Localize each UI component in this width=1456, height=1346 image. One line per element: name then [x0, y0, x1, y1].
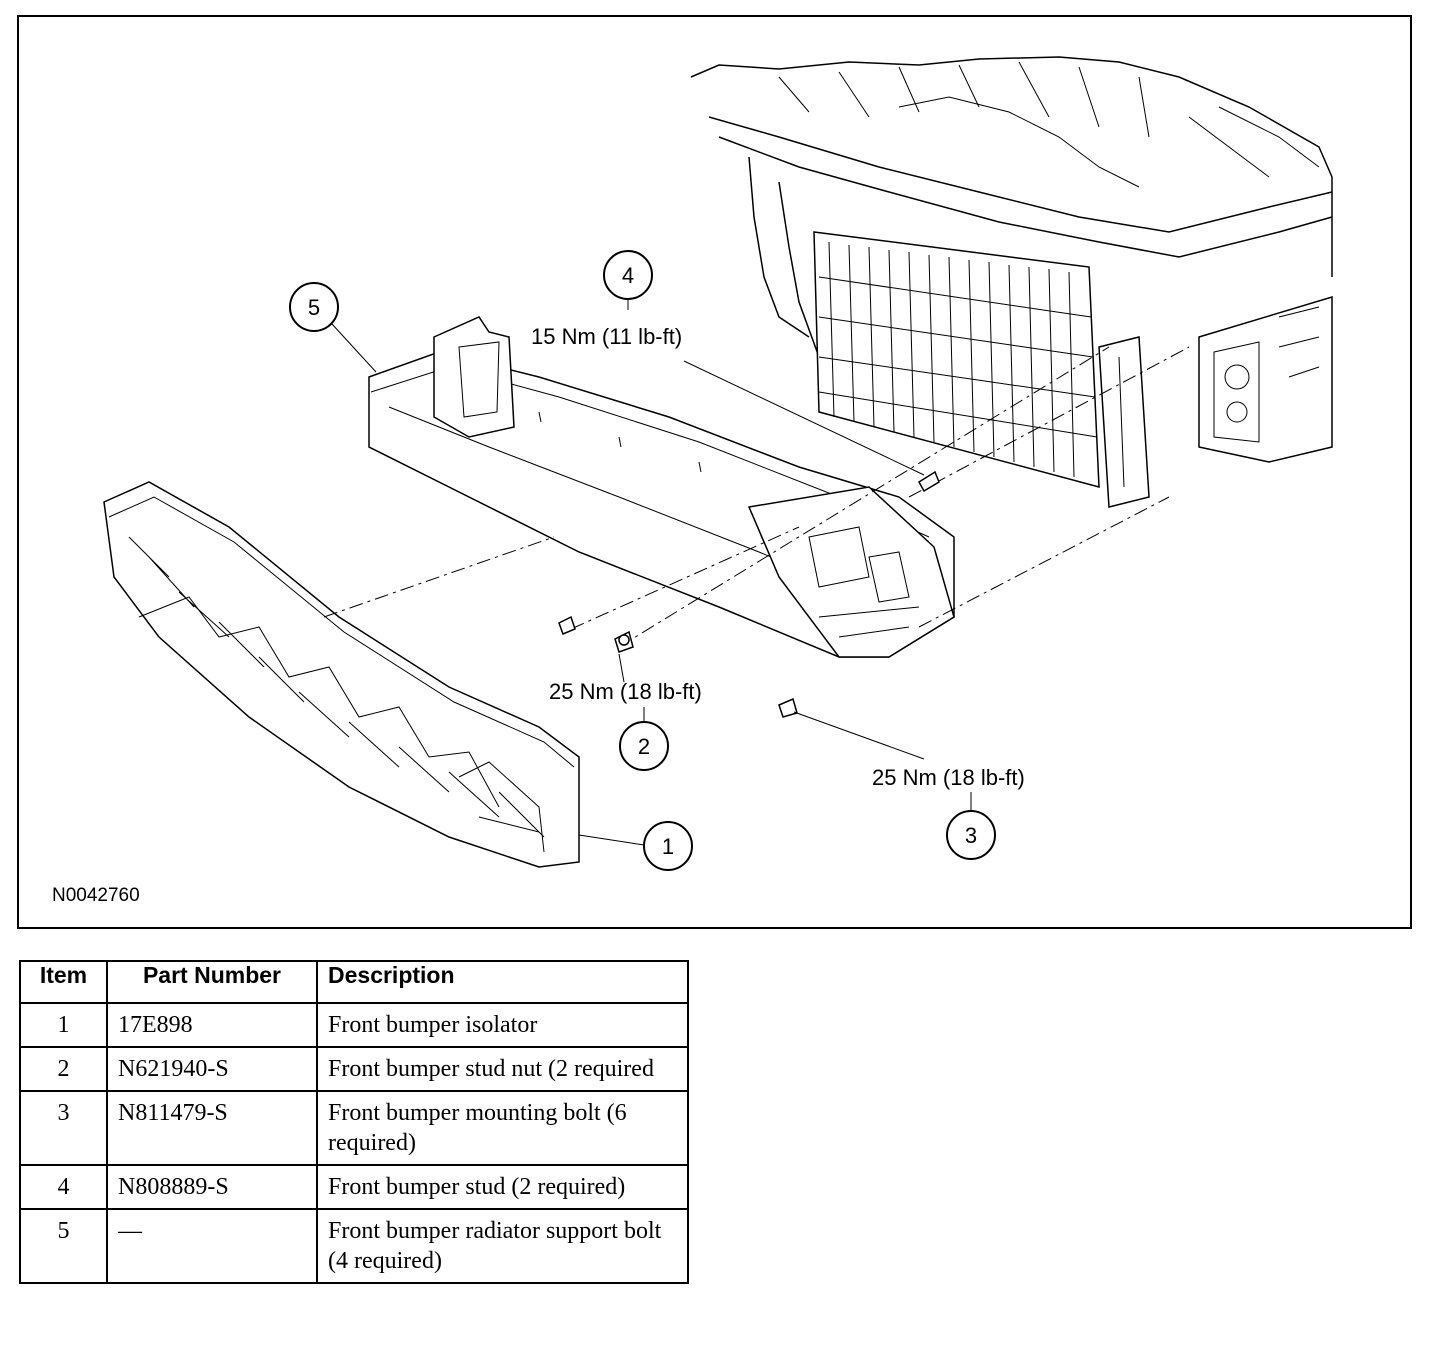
part-number: 17E898 — [106, 1002, 318, 1048]
table-row: 3 N811479-S Front bumper mounting bolt (… — [19, 1090, 689, 1166]
part-description: Front bumper isolator — [316, 1002, 689, 1048]
svg-text:1: 1 — [662, 834, 674, 859]
svg-text:3: 3 — [965, 823, 977, 848]
parts-table: Item Part Number Description 1 17E898 Fr… — [19, 960, 689, 1284]
torque-spec-mounting-bolt: 25 Nm (18 lb-ft) — [872, 765, 1025, 790]
svg-text:5: 5 — [308, 295, 320, 320]
callout-1: 1 — [643, 821, 693, 871]
part-description: Front bumper stud (2 required) — [316, 1164, 689, 1210]
torque-spec-stud: 15 Nm (11 lb-ft) — [531, 324, 682, 349]
torque-spec-stud-nut: 25 Nm (18 lb-ft) — [549, 679, 702, 704]
item-number: 1 — [19, 1002, 108, 1048]
header-item: Item — [19, 960, 108, 1004]
alignment-lines — [323, 346, 1190, 648]
table-row: 1 17E898 Front bumper isolator — [19, 1002, 689, 1048]
header-description: Description — [316, 960, 689, 1004]
part-number: N808889-S — [106, 1164, 318, 1210]
item-number: 5 — [19, 1208, 108, 1284]
figure-id: N0042760 — [52, 885, 140, 906]
bumper-beam — [368, 316, 955, 658]
leader-lines — [331, 292, 972, 846]
part-description: Front bumper mounting bolt (6 required) — [316, 1090, 689, 1166]
item-number: 3 — [19, 1090, 108, 1166]
svg-text:2: 2 — [638, 734, 650, 759]
fasteners — [558, 470, 940, 718]
part-number: — — [106, 1208, 318, 1284]
radiator-fins — [818, 241, 1098, 478]
part-description: Front bumper stud nut (2 required — [316, 1046, 689, 1092]
table-row: 2 N621940-S Front bumper stud nut (2 req… — [19, 1046, 689, 1092]
header-part-number: Part Number — [106, 960, 318, 1004]
part-number: N811479-S — [106, 1090, 318, 1166]
item-number: 4 — [19, 1164, 108, 1210]
callout-3: 3 — [946, 810, 996, 860]
front-end-structure — [690, 56, 1333, 508]
diagram-figure: 5 4 2 3 1 15 Nm (11 lb-ft) 25 Nm (18 lb-… — [17, 15, 1412, 929]
part-number: N621940-S — [106, 1046, 318, 1092]
part-description: Front bumper radiator support bolt (4 re… — [316, 1208, 689, 1284]
table-header-row: Item Part Number Description — [19, 960, 689, 1004]
svg-text:4: 4 — [622, 263, 634, 288]
callout-4: 4 — [603, 250, 653, 300]
callout-5: 5 — [289, 282, 339, 332]
table-row: 5 — Front bumper radiator support bolt (… — [19, 1208, 689, 1284]
item-number: 2 — [19, 1046, 108, 1092]
table-row: 4 N808889-S Front bumper stud (2 require… — [19, 1164, 689, 1210]
bumper-isolator — [103, 481, 580, 868]
callout-2: 2 — [619, 721, 669, 771]
exploded-view-drawing: 5 4 2 3 1 15 Nm (11 lb-ft) 25 Nm (18 lb-… — [52, 56, 1333, 906]
